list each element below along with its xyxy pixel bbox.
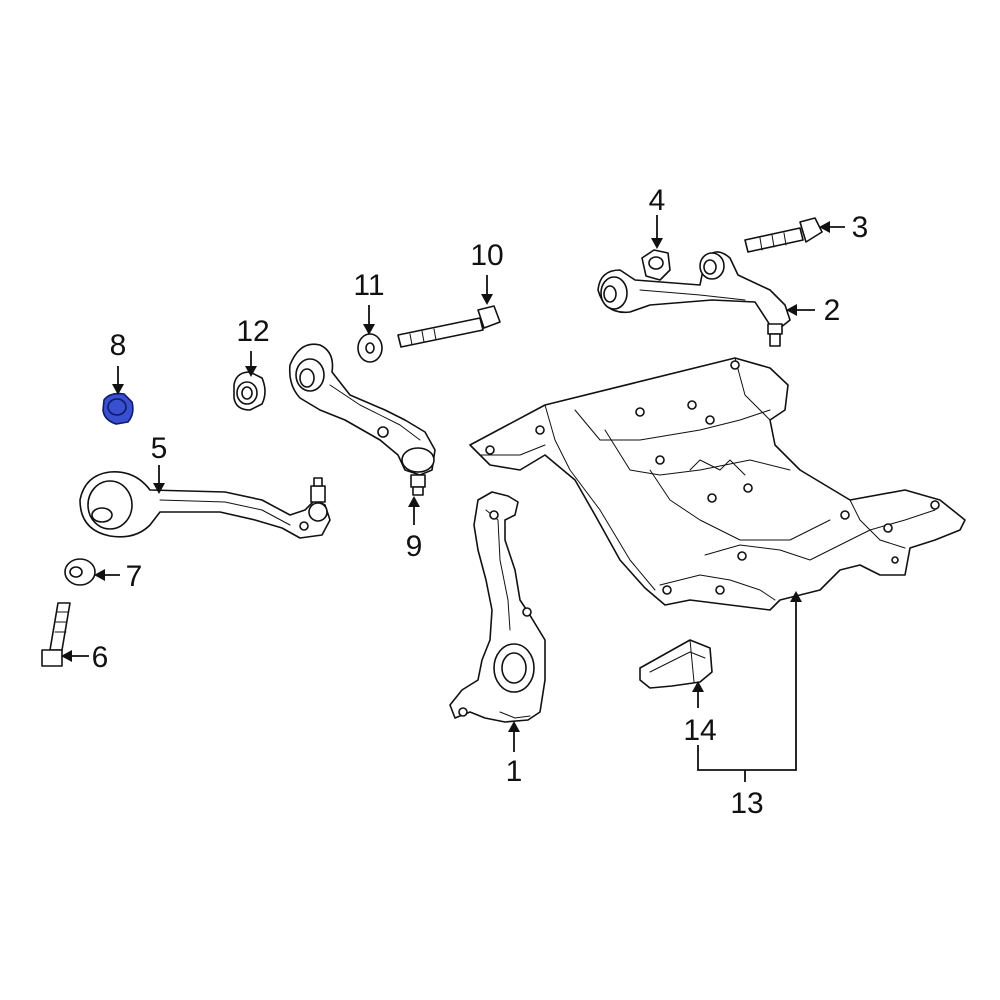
cradle-bracket-drawing (639, 639, 713, 689)
steering-knuckle-drawing (449, 491, 546, 723)
callout-3[interactable]: 3 (852, 211, 869, 244)
callout-2[interactable]: 2 (824, 294, 841, 327)
strut-washer-drawing (357, 333, 383, 363)
leader-lines (61, 215, 845, 782)
upper-arm-bolt-drawing (744, 217, 823, 253)
lower-arm-bushing-drawing[interactable] (102, 392, 134, 425)
callout-1[interactable]: 1 (506, 755, 523, 788)
callout-8[interactable]: 8 (110, 329, 127, 362)
callout-11[interactable]: 11 (353, 269, 384, 302)
callout-7[interactable]: 7 (126, 560, 143, 593)
upper-arm-nut-drawing (641, 249, 671, 281)
lower-control-arm-drawing (79, 471, 331, 539)
engine-cradle-drawing (469, 357, 966, 611)
callout-6[interactable]: 6 (92, 641, 109, 674)
callout-5[interactable]: 5 (151, 432, 168, 465)
callout-9[interactable]: 9 (406, 530, 423, 563)
callout-4[interactable]: 4 (649, 184, 666, 217)
strut-bolt-drawing (397, 305, 501, 348)
callout-14[interactable]: 14 (683, 714, 716, 747)
strut-bushing-drawing (233, 371, 266, 411)
upper-control-arm-drawing (597, 251, 791, 347)
lower-arm-washer-drawing (64, 558, 96, 586)
callout-12[interactable]: 12 (236, 315, 269, 348)
callout-13[interactable]: 13 (730, 787, 763, 820)
tension-strut-drawing (288, 343, 436, 496)
callout-labels: 1 2 3 4 5 6 7 8 9 10 11 12 13 14 (92, 184, 869, 820)
callout-10[interactable]: 10 (470, 239, 503, 272)
lower-arm-bolt-drawing (41, 602, 71, 667)
